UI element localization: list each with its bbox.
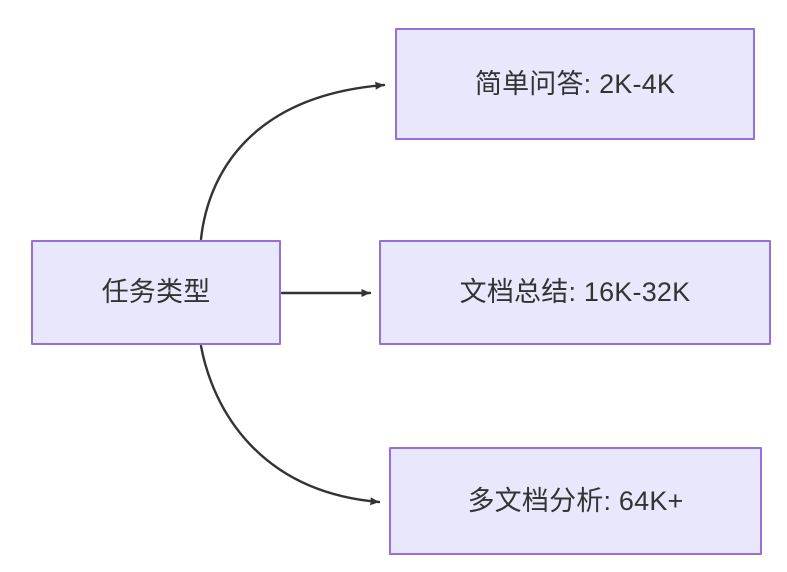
edge-root-to-multi-doc (199, 344, 381, 506)
node-doc-summary[interactable]: 文档总结: 16K-32K (379, 240, 771, 345)
edge-root-to-simple-qa (199, 81, 386, 241)
node-multi-doc-label: 多文档分析: 64K+ (467, 485, 684, 516)
node-simple-qa[interactable]: 简单问答: 2K-4K (395, 28, 755, 140)
node-task-type[interactable]: 任务类型 (31, 240, 281, 345)
node-multi-doc[interactable]: 多文档分析: 64K+ (389, 447, 762, 555)
node-task-type-label: 任务类型 (101, 277, 211, 308)
node-simple-qa-label: 简单问答: 2K-4K (474, 68, 676, 99)
node-doc-summary-label: 文档总结: 16K-32K (459, 277, 691, 308)
